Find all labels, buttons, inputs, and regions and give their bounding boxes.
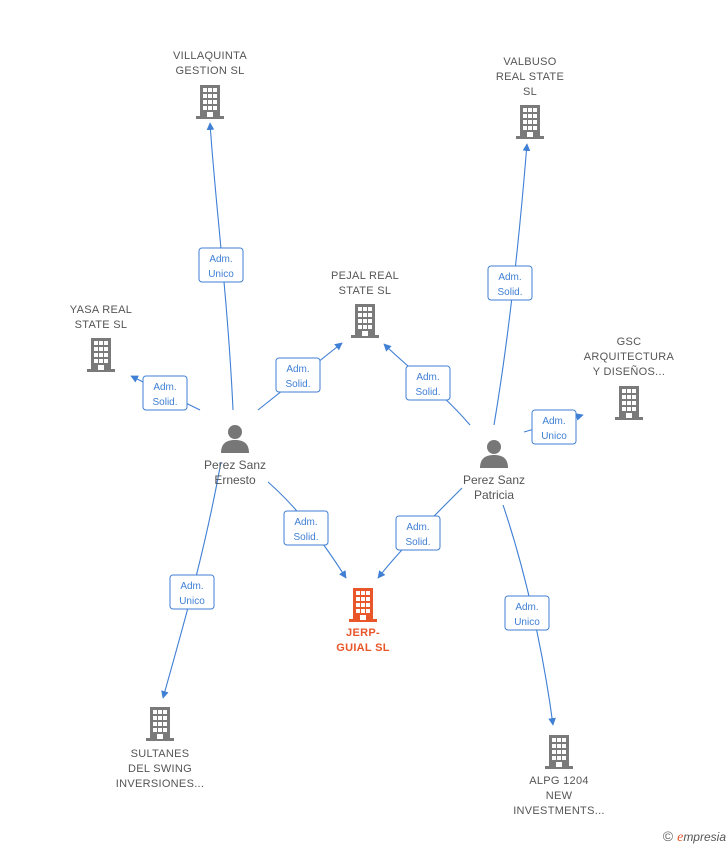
brand-initial: e <box>677 830 684 845</box>
company-node-villaquinta[interactable]: VILLAQUINTA GESTION SL <box>173 50 247 119</box>
person-name-line[interactable]: Perez Sanz <box>463 473 525 487</box>
edge-role-label: Solid. <box>497 287 522 298</box>
edge-role-label: Unico <box>208 269 234 280</box>
edge-role-label: Solid. <box>405 537 430 548</box>
company-name-line[interactable]: STATE SL <box>75 319 128 331</box>
edge-role-label: Adm. <box>180 581 203 592</box>
person-name-line[interactable]: Patricia <box>474 488 514 502</box>
company-node-gsc[interactable]: GSC ARQUITECTURA Y DISEÑOS... <box>584 336 675 420</box>
edge-patricia-jerp: Adm. Solid. <box>377 487 463 579</box>
company-name-line[interactable]: STATE SL <box>339 285 392 297</box>
company-name-line[interactable]: VALBUSO <box>503 56 556 68</box>
company-name-line[interactable]: INVESTMENTS... <box>513 805 605 817</box>
edge-role-label: Adm. <box>153 382 176 393</box>
edge-ernesto-yasa: Adm. Solid. <box>130 375 201 411</box>
company-name-line[interactable]: GESTION SL <box>175 65 244 77</box>
edge-role-label: Solid. <box>415 387 440 398</box>
company-name-line[interactable]: SL <box>523 86 537 98</box>
company-name-line[interactable]: GUIAL SL <box>336 642 390 654</box>
edge-ernesto-jerp: Adm. Solid. <box>267 481 347 579</box>
building-icon[interactable] <box>545 735 573 769</box>
edge-label-box[interactable] <box>275 357 321 393</box>
edge-patricia-gsc: Adm. Unico <box>523 409 584 445</box>
edge-role-label: Solid. <box>285 379 310 390</box>
company-node-pejal[interactable]: PEJAL REAL STATE SL <box>331 270 399 338</box>
edge-role-label: Solid. <box>293 532 318 543</box>
company-name-line[interactable]: SULTANES <box>131 748 190 760</box>
edge-label-box[interactable] <box>395 515 441 551</box>
edge-label-box[interactable] <box>487 265 533 301</box>
company-name-line[interactable]: NEW <box>546 790 573 802</box>
edge-role-label: Adm. <box>286 364 309 375</box>
company-node-jerp[interactable]: JERP- GUIAL SL <box>336 588 390 654</box>
company-name-line[interactable]: JERP- <box>346 627 380 639</box>
building-icon[interactable] <box>87 338 115 372</box>
edge-label-box[interactable] <box>142 375 188 411</box>
edge-label-box[interactable] <box>504 595 550 631</box>
company-node-yasa[interactable]: YASA REAL STATE SL <box>70 304 132 372</box>
copyright-icon: © <box>662 828 674 844</box>
edge-ernesto-villaquinta: Adm. Unico <box>198 122 244 411</box>
building-icon[interactable] <box>516 105 544 139</box>
edge-label-box[interactable] <box>405 365 451 401</box>
company-name-line[interactable]: REAL STATE <box>496 71 564 83</box>
edge-label-box[interactable] <box>531 409 577 445</box>
edge-ernesto-pejal: Adm. Solid. <box>257 342 343 411</box>
edge-role-label: Unico <box>179 596 205 607</box>
nodes-layer: VILLAQUINTA GESTION SL VALBUSO REAL STATE SL… <box>70 50 675 817</box>
edge-role-label: Adm. <box>515 602 538 613</box>
edge-role-label: Adm. <box>209 254 232 265</box>
building-icon[interactable] <box>146 707 174 741</box>
edge-label-box[interactable] <box>169 574 215 610</box>
edge-role-label: Adm. <box>416 372 439 383</box>
edge-role-label: Unico <box>541 431 567 442</box>
edge-role-label: Adm. <box>294 517 317 528</box>
company-node-valbuso[interactable]: VALBUSO REAL STATE SL <box>496 56 564 139</box>
edge-patricia-alpg: Adm. Unico <box>502 504 556 726</box>
edges-layer: Adm.UnicoAdm.Solid.Adm.Solid.Adm.Solid.A… <box>130 122 584 726</box>
company-name-line[interactable]: PEJAL REAL <box>331 270 399 282</box>
edge-role-label: Adm. <box>406 522 429 533</box>
company-name-line[interactable]: YASA REAL <box>70 304 132 316</box>
building-icon[interactable] <box>351 304 379 338</box>
company-name-line[interactable]: VILLAQUINTA <box>173 50 247 62</box>
person-name-line[interactable]: Perez Sanz <box>204 458 266 472</box>
person-icon[interactable] <box>480 440 508 468</box>
footer-brand: ©empresia <box>663 828 726 846</box>
edge-role-label: Solid. <box>152 397 177 408</box>
building-icon[interactable] <box>196 85 224 119</box>
edge-patricia-valbuso: Adm. Solid. <box>487 143 533 426</box>
edge-label-box[interactable] <box>198 247 244 283</box>
company-name-line[interactable]: INVERSIONES... <box>116 778 205 790</box>
edge-label-box[interactable] <box>283 510 329 546</box>
edge-role-label: Unico <box>514 617 540 628</box>
company-name-line[interactable]: GSC <box>617 336 642 348</box>
company-name-line[interactable]: DEL SWING <box>128 763 192 775</box>
edge-role-label: Adm. <box>498 272 521 283</box>
building-icon[interactable] <box>615 386 643 420</box>
edge-role-label: Adm. <box>542 416 565 427</box>
brand-name: mpresia <box>683 830 726 844</box>
person-name-line[interactable]: Ernesto <box>214 473 256 487</box>
company-name-line[interactable]: Y DISEÑOS... <box>593 365 665 378</box>
edge-ernesto-sultanes: Adm. Unico <box>161 461 222 699</box>
company-name-line[interactable]: ARQUITECTURA <box>584 351 675 363</box>
person-icon[interactable] <box>221 425 249 453</box>
company-node-sultanes[interactable]: SULTANES DEL SWING INVERSIONES... <box>116 707 205 790</box>
edge-patricia-pejal: Adm. Solid. <box>383 343 471 426</box>
main-building-icon[interactable] <box>349 588 377 622</box>
company-name-line[interactable]: ALPG 1204 <box>529 775 589 787</box>
